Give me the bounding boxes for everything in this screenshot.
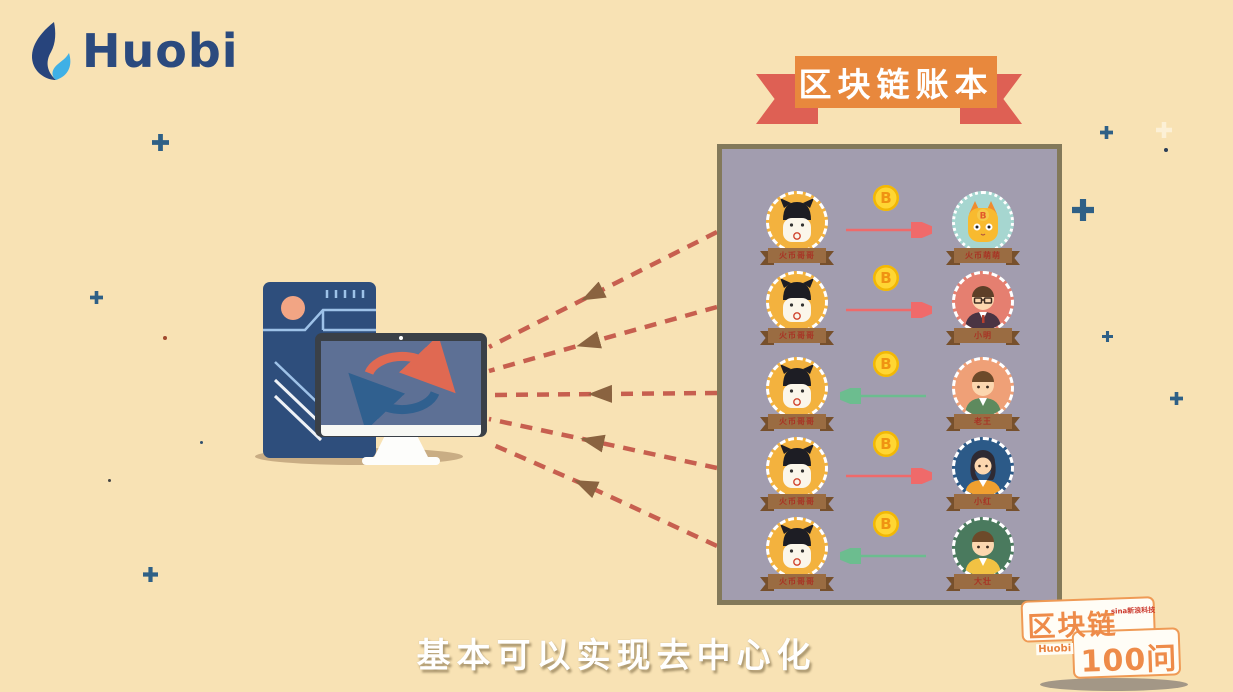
transaction-row: 火币哥哥 B 大壮 xyxy=(722,508,1057,589)
receiver-name-ribbon: 小明 xyxy=(948,328,1018,343)
huobi-wordmark: Huobi xyxy=(82,24,239,78)
transaction-row: 火币哥哥 B 小明 xyxy=(722,262,1057,343)
receiver-avatar-icon: B xyxy=(952,191,1014,253)
monitor xyxy=(315,333,487,437)
watermark-shadow xyxy=(1040,678,1188,691)
receiver-avatar: 老王 xyxy=(947,348,1019,429)
huobi-logo: Huobi xyxy=(26,22,239,80)
receiver-name-ribbon: 小红 xyxy=(948,494,1018,509)
receiver-avatar: 小红 xyxy=(947,428,1019,509)
sender-avatar-icon xyxy=(766,517,828,579)
bitcoin-icon: B xyxy=(873,431,899,457)
monitor-bezel xyxy=(321,425,481,436)
monitor-screen xyxy=(321,341,481,425)
bitcoin-icon: B xyxy=(873,511,899,537)
transfer-arrow-left-icon xyxy=(840,388,926,404)
plus-icon xyxy=(1102,331,1113,342)
dot-icon xyxy=(163,336,167,340)
sender-name-ribbon: 火币哥哥 xyxy=(762,494,832,509)
dot-icon xyxy=(108,479,111,482)
transaction-row: 火币哥哥 B 老王 xyxy=(722,348,1057,429)
monitor-stand xyxy=(373,437,429,459)
dot-icon xyxy=(200,441,203,444)
svg-text:B: B xyxy=(980,212,987,222)
ledger-panel: 火币哥哥 B B 火币萌萌 火币哥哥 B xyxy=(717,144,1062,605)
ledger-title: 区块链账本 xyxy=(798,65,994,104)
receiver-avatar: 小明 xyxy=(947,262,1019,343)
subtitle-caption: 基本可以实现去中心化 xyxy=(416,636,817,676)
watermark-line2: 100问 xyxy=(1080,641,1178,680)
sender-name-ribbon: 火币哥哥 xyxy=(762,414,832,429)
receiver-avatar-icon xyxy=(952,357,1014,419)
transfer-arrow-right-icon xyxy=(846,302,932,318)
watermark-huobi: Huobi xyxy=(1036,643,1074,656)
transaction-row: 火币哥哥 B 小红 xyxy=(722,428,1057,509)
transfer-arrow-left-icon xyxy=(840,548,926,564)
receiver-name-ribbon: 老王 xyxy=(948,414,1018,429)
computer-illustration xyxy=(255,280,495,480)
ledger-title-banner: 区块链账本 xyxy=(795,56,997,108)
sender-avatar-icon xyxy=(766,191,828,253)
sender-name-ribbon: 火币哥哥 xyxy=(762,248,832,263)
sender-avatar: 火币哥哥 xyxy=(761,348,833,429)
sender-name-ribbon: 火币哥哥 xyxy=(762,574,832,589)
transaction-row: 火币哥哥 B B 火币萌萌 xyxy=(722,182,1057,263)
bitcoin-icon: B xyxy=(873,185,899,211)
sender-avatar-icon xyxy=(766,271,828,333)
sender-avatar-icon xyxy=(766,437,828,499)
sender-avatar: 火币哥哥 xyxy=(761,182,833,263)
receiver-avatar-icon xyxy=(952,437,1014,499)
bitcoin-icon: B xyxy=(873,351,899,377)
huobi-flame-icon xyxy=(32,22,71,80)
bitcoin-icon: B xyxy=(873,265,899,291)
dot-icon xyxy=(1164,148,1168,152)
sender-avatar: 火币哥哥 xyxy=(761,428,833,509)
receiver-avatar: 大壮 xyxy=(947,508,1019,589)
sender-avatar: 火币哥哥 xyxy=(761,508,833,589)
sender-avatar: 火币哥哥 xyxy=(761,262,833,343)
sender-avatar-icon xyxy=(766,357,828,419)
monitor-stand-base xyxy=(362,457,440,465)
sync-refresh-icon xyxy=(348,341,456,425)
sina-tech-logo: sina新浪科技 xyxy=(1110,606,1156,616)
receiver-name-ribbon: 火币萌萌 xyxy=(948,248,1018,263)
transfer-arrow-right-icon xyxy=(846,222,932,238)
receiver-avatar: B 火币萌萌 xyxy=(947,182,1019,263)
transfer-arrow-right-icon xyxy=(846,468,932,484)
receiver-avatar-icon xyxy=(952,271,1014,333)
receiver-name-ribbon: 大壮 xyxy=(948,574,1018,589)
webcam-dot-icon xyxy=(399,336,403,340)
receiver-avatar-icon xyxy=(952,517,1014,579)
sender-name-ribbon: 火币哥哥 xyxy=(762,328,832,343)
watermark-blockchain-100: 区块链 sina新浪科技 100问 Huobi xyxy=(1020,593,1183,691)
